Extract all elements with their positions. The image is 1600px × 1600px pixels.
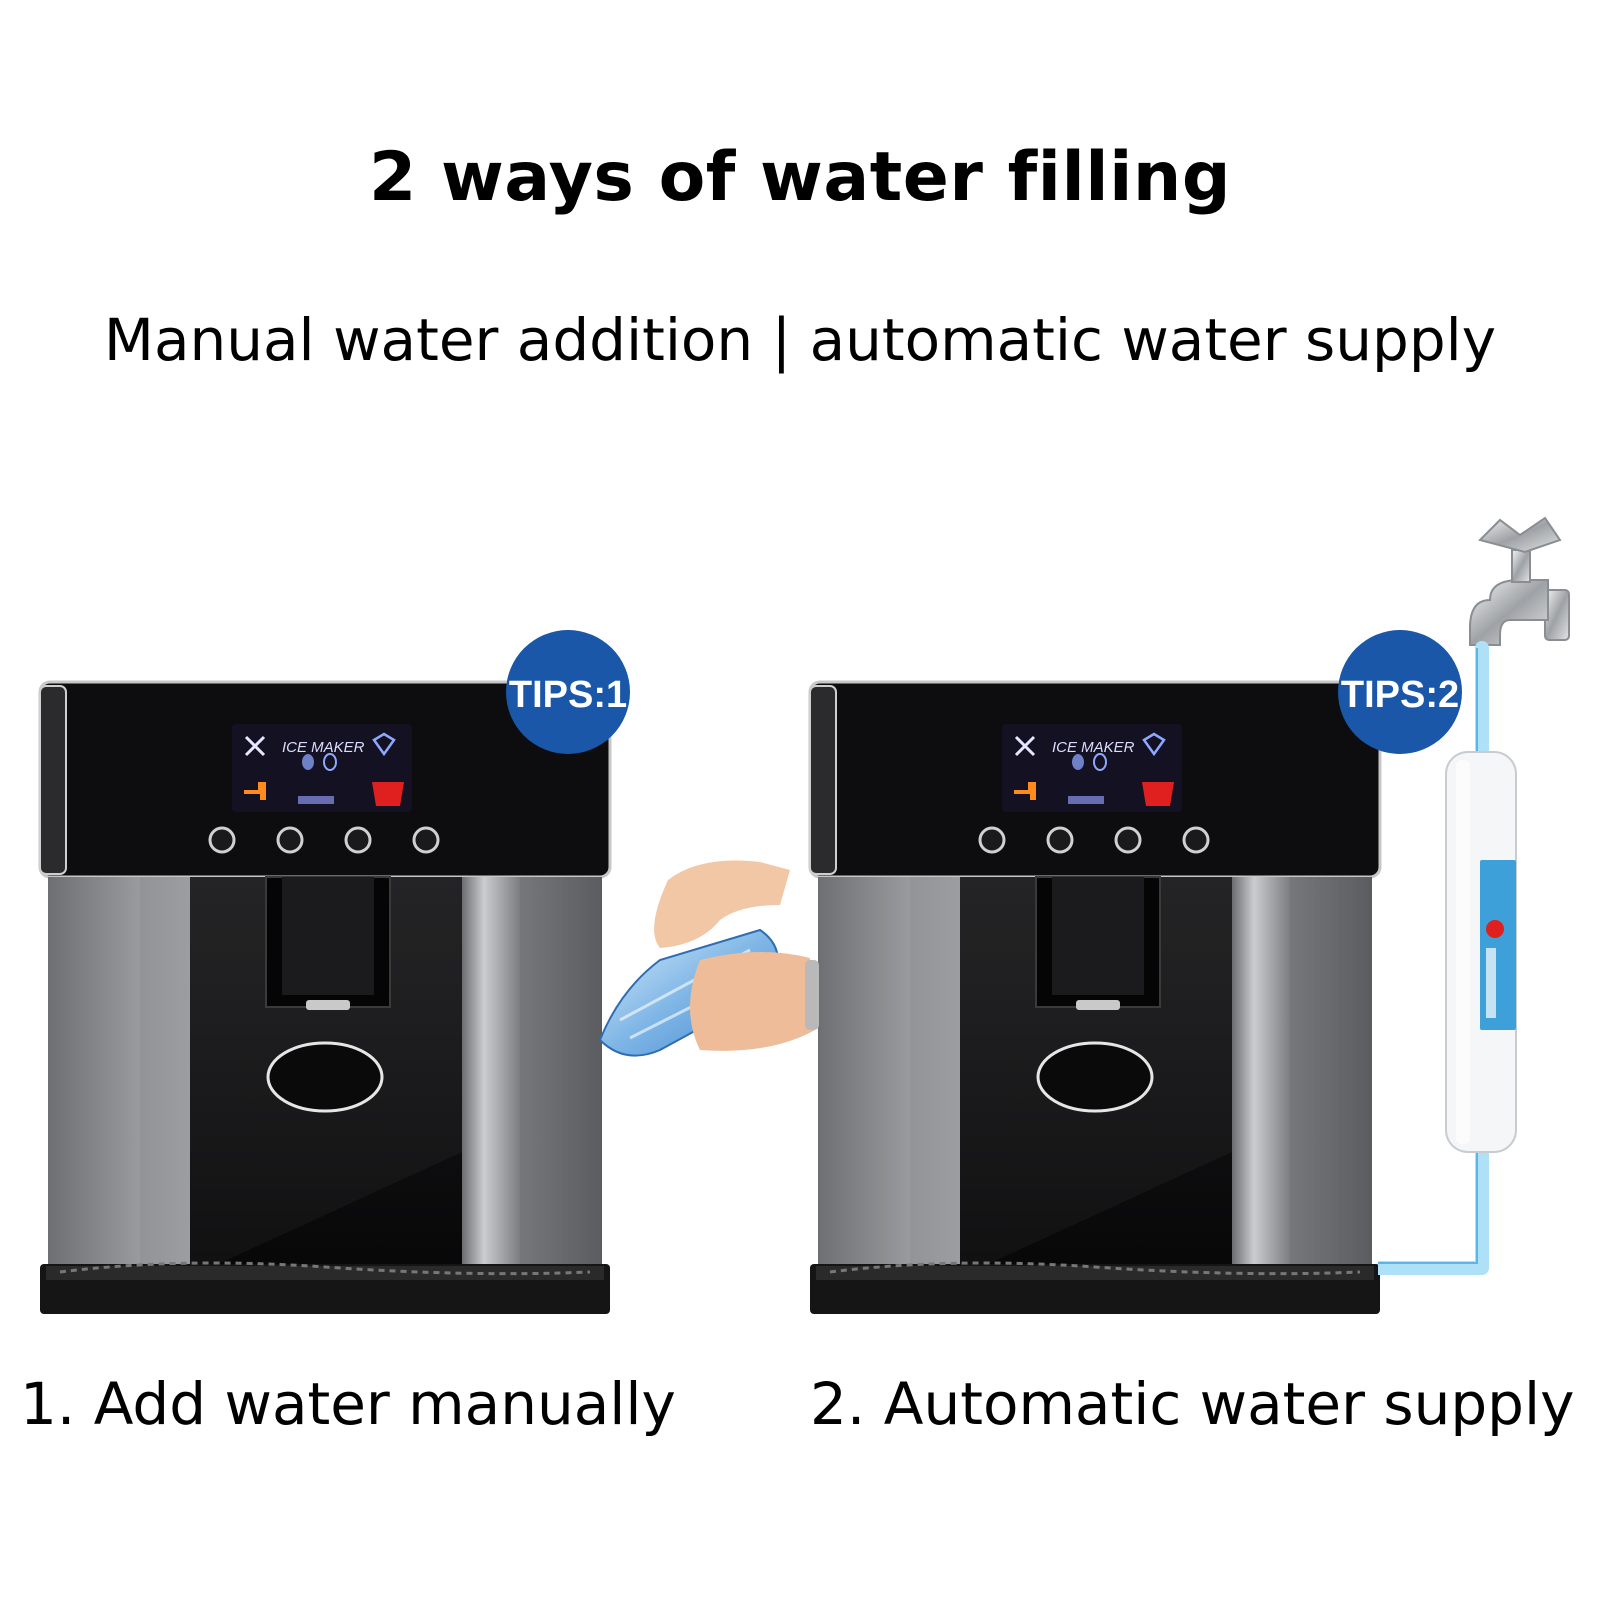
- panel-label-2: ICE MAKER: [1052, 739, 1135, 756]
- tips-badge-2: [1338, 630, 1462, 754]
- ice-cube-icon: [372, 732, 396, 757]
- faucet-icon: [1469, 516, 1570, 646]
- caption-method-2: 2. Automatic water supply: [810, 1370, 1575, 1438]
- ice-cube-icon: [323, 753, 337, 771]
- caption-method-1: 1. Add water manually: [20, 1370, 676, 1438]
- status-indicator: [298, 796, 334, 804]
- panel-label-1: ICE MAKER: [282, 739, 365, 756]
- cup-icon: [1142, 782, 1174, 806]
- close-icon: [1014, 735, 1036, 757]
- ice-cube-icon: [1142, 732, 1166, 757]
- water-supply-line: [1378, 641, 1489, 1275]
- close-icon: [244, 735, 266, 757]
- page-subtitle: Manual water addition | automatic water …: [103, 306, 1497, 374]
- page-title: 2 ways of water filling: [369, 138, 1231, 217]
- tips-badge-2-label: TIPS:2: [1341, 674, 1459, 716]
- tips-badge-1: [506, 630, 630, 754]
- ice-cube-icon: [1093, 753, 1107, 771]
- ice-cube-icon: [302, 754, 314, 770]
- control-panel-display-2: [1014, 732, 1174, 806]
- tap-icon: [1014, 782, 1036, 800]
- control-panel-display-1: [244, 732, 404, 806]
- status-indicator: [1068, 796, 1104, 804]
- filter-cartridge-icon: [1445, 751, 1517, 1153]
- tips-badge-1-label: TIPS:1: [509, 674, 627, 716]
- cup-icon: [372, 782, 404, 806]
- hand: [654, 860, 819, 1051]
- tap-icon: [244, 782, 266, 800]
- ice-cube-icon: [1072, 754, 1084, 770]
